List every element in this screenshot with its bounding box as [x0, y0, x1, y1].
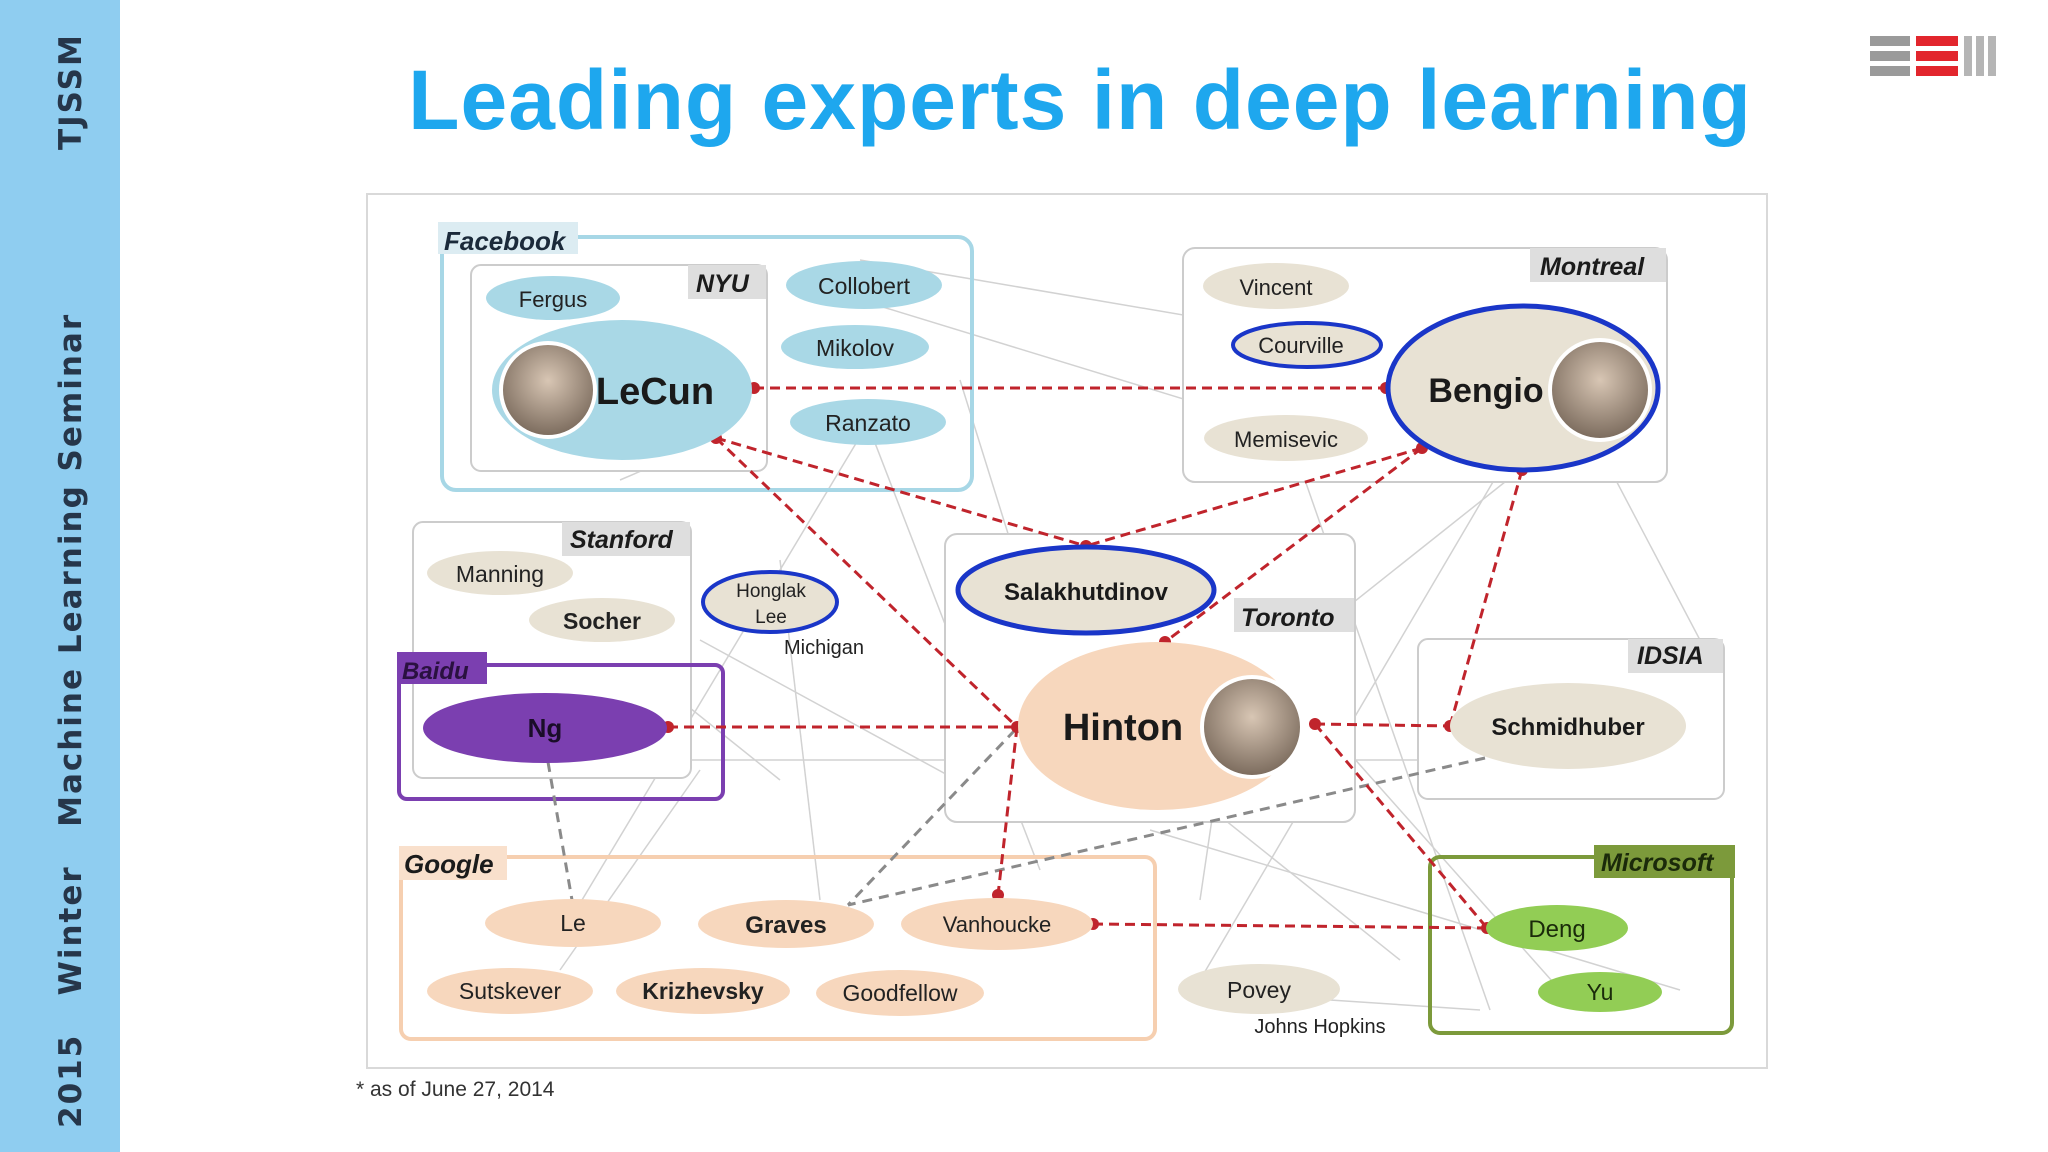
name-ranzato: Ranzato — [825, 410, 911, 436]
name-manning: Manning — [456, 561, 544, 587]
name-yu: Yu — [1587, 979, 1614, 1005]
node-deng: Deng — [1486, 905, 1628, 951]
group-facebook: Facebook — [438, 222, 974, 492]
name-bengio: Bengio — [1428, 372, 1543, 410]
name-mikolov: Mikolov — [816, 335, 894, 361]
collaboration-links — [668, 386, 1524, 930]
name-salakhutdinov: Salakhutdinov — [1004, 579, 1169, 606]
name-courville: Courville — [1258, 333, 1344, 358]
name-ng: Ng — [528, 713, 563, 743]
node-goodfellow: Goodfellow — [816, 970, 984, 1016]
node-fergus: Fergus — [486, 276, 620, 320]
node-graves: Graves — [698, 900, 874, 948]
affiliation-johns-hopkins: Johns Hopkins — [1254, 1016, 1385, 1038]
group-label-google: Google — [404, 849, 494, 879]
node-mikolov: Mikolov — [781, 325, 929, 369]
node-ng: Ng — [423, 693, 667, 763]
node-povey: Povey Johns Hopkins — [1178, 964, 1386, 1038]
node-hinton: Hinton — [1018, 642, 1304, 810]
name-schmidhuber: Schmidhuber — [1491, 714, 1644, 741]
name-lecun: LeCun — [596, 371, 714, 413]
name-collobert: Collobert — [818, 273, 911, 299]
name-hinton: Hinton — [1063, 707, 1183, 749]
bengio-photo-icon — [1548, 338, 1652, 442]
node-courville: Courville — [1231, 321, 1383, 369]
node-schmidhuber: Schmidhuber — [1450, 683, 1686, 769]
node-krizhevsky: Krizhevsky — [616, 968, 790, 1014]
name-graves: Graves — [745, 912, 826, 939]
node-yu: Yu — [1538, 972, 1662, 1012]
name-lee: Lee — [755, 607, 787, 628]
name-memisevic: Memisevic — [1234, 427, 1338, 452]
node-bengio: Bengio — [1385, 303, 1661, 473]
node-sutskever: Sutskever — [427, 968, 593, 1014]
name-socher: Socher — [563, 608, 641, 634]
node-honglak-lee: Honglak Lee Michigan — [701, 570, 864, 659]
name-sutskever: Sutskever — [459, 978, 562, 1004]
name-vincent: Vincent — [1240, 275, 1313, 300]
node-lecun: LeCun — [492, 320, 752, 460]
name-krizhevsky: Krizhevsky — [642, 978, 764, 1004]
slide-title: Leading experts in deep learning — [408, 53, 1752, 147]
node-vanhoucke: Vanhoucke — [901, 898, 1093, 950]
sidebar: TJSSM 2015 Winter Machine Learning Semin… — [0, 0, 120, 1152]
node-socher: Socher — [529, 598, 675, 642]
name-vanhoucke: Vanhoucke — [943, 912, 1051, 937]
node-le: Le — [485, 899, 661, 947]
name-goodfellow: Goodfellow — [842, 980, 957, 1006]
lecun-photo-icon — [499, 341, 597, 439]
hinton-photo-icon — [1200, 675, 1304, 779]
group-baidu: Baidu — [397, 652, 725, 801]
group-label-facebook: Facebook — [444, 226, 567, 256]
group-label-idsia: IDSIA — [1637, 642, 1704, 670]
name-fergus: Fergus — [519, 287, 587, 312]
group-microsoft: Microsoft — [1428, 845, 1735, 1035]
affiliation-michigan: Michigan — [784, 637, 864, 659]
node-manning: Manning — [427, 551, 573, 595]
node-vincent: Vincent — [1203, 263, 1349, 309]
group-label-toronto: Toronto — [1241, 604, 1334, 632]
node-memisevic: Memisevic — [1204, 415, 1368, 461]
group-label-stanford: Stanford — [570, 526, 674, 554]
group-label-montreal: Montreal — [1540, 253, 1645, 281]
node-salakhutdinov: Salakhutdinov — [955, 544, 1217, 636]
name-deng: Deng — [1528, 916, 1585, 943]
logo-icon — [1870, 36, 1996, 76]
group-label-baidu: Baidu — [402, 658, 469, 685]
name-le: Le — [560, 910, 586, 936]
grey-dashed-links — [546, 728, 1486, 907]
node-collobert: Collobert — [786, 261, 942, 309]
footnote: * as of June 27, 2014 — [356, 1078, 555, 1101]
group-label-microsoft: Microsoft — [1601, 849, 1715, 877]
name-povey: Povey — [1227, 977, 1291, 1003]
group-label-nyu: NYU — [696, 270, 750, 298]
group-google: Google — [399, 846, 1157, 1041]
node-ranzato: Ranzato — [790, 399, 946, 445]
name-honglak: Honglak — [736, 581, 806, 602]
